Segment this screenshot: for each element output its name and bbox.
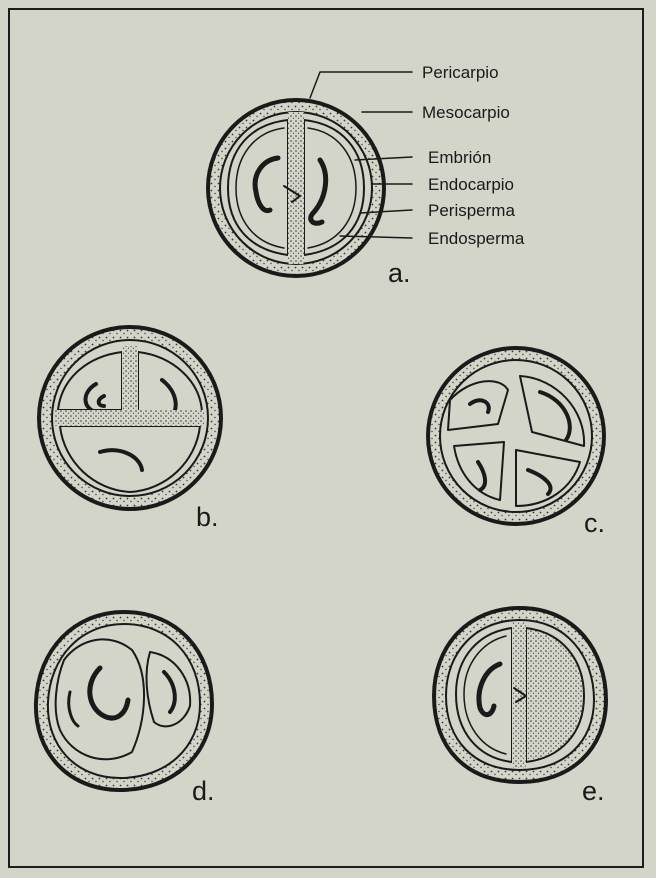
label-endocarpio: Endocarpio	[428, 175, 514, 194]
seed-c	[428, 348, 604, 524]
panel-label-e: e.	[582, 776, 605, 806]
seed-b	[39, 327, 221, 509]
label-embrion: Embrión	[428, 148, 491, 167]
label-perisperma: Perisperma	[428, 201, 515, 220]
panel-label-a: a.	[388, 258, 411, 288]
seed-a	[208, 100, 384, 276]
label-pericarpio: Pericarpio	[422, 63, 499, 82]
seed-d	[36, 612, 212, 790]
panel-label-b: b.	[196, 502, 219, 532]
seed-e	[434, 608, 606, 782]
label-endosperma: Endosperma	[428, 229, 525, 248]
panel-label-c: c.	[584, 508, 605, 538]
panel-label-d: d.	[192, 776, 215, 806]
label-mesocarpio: Mesocarpio	[422, 103, 510, 122]
